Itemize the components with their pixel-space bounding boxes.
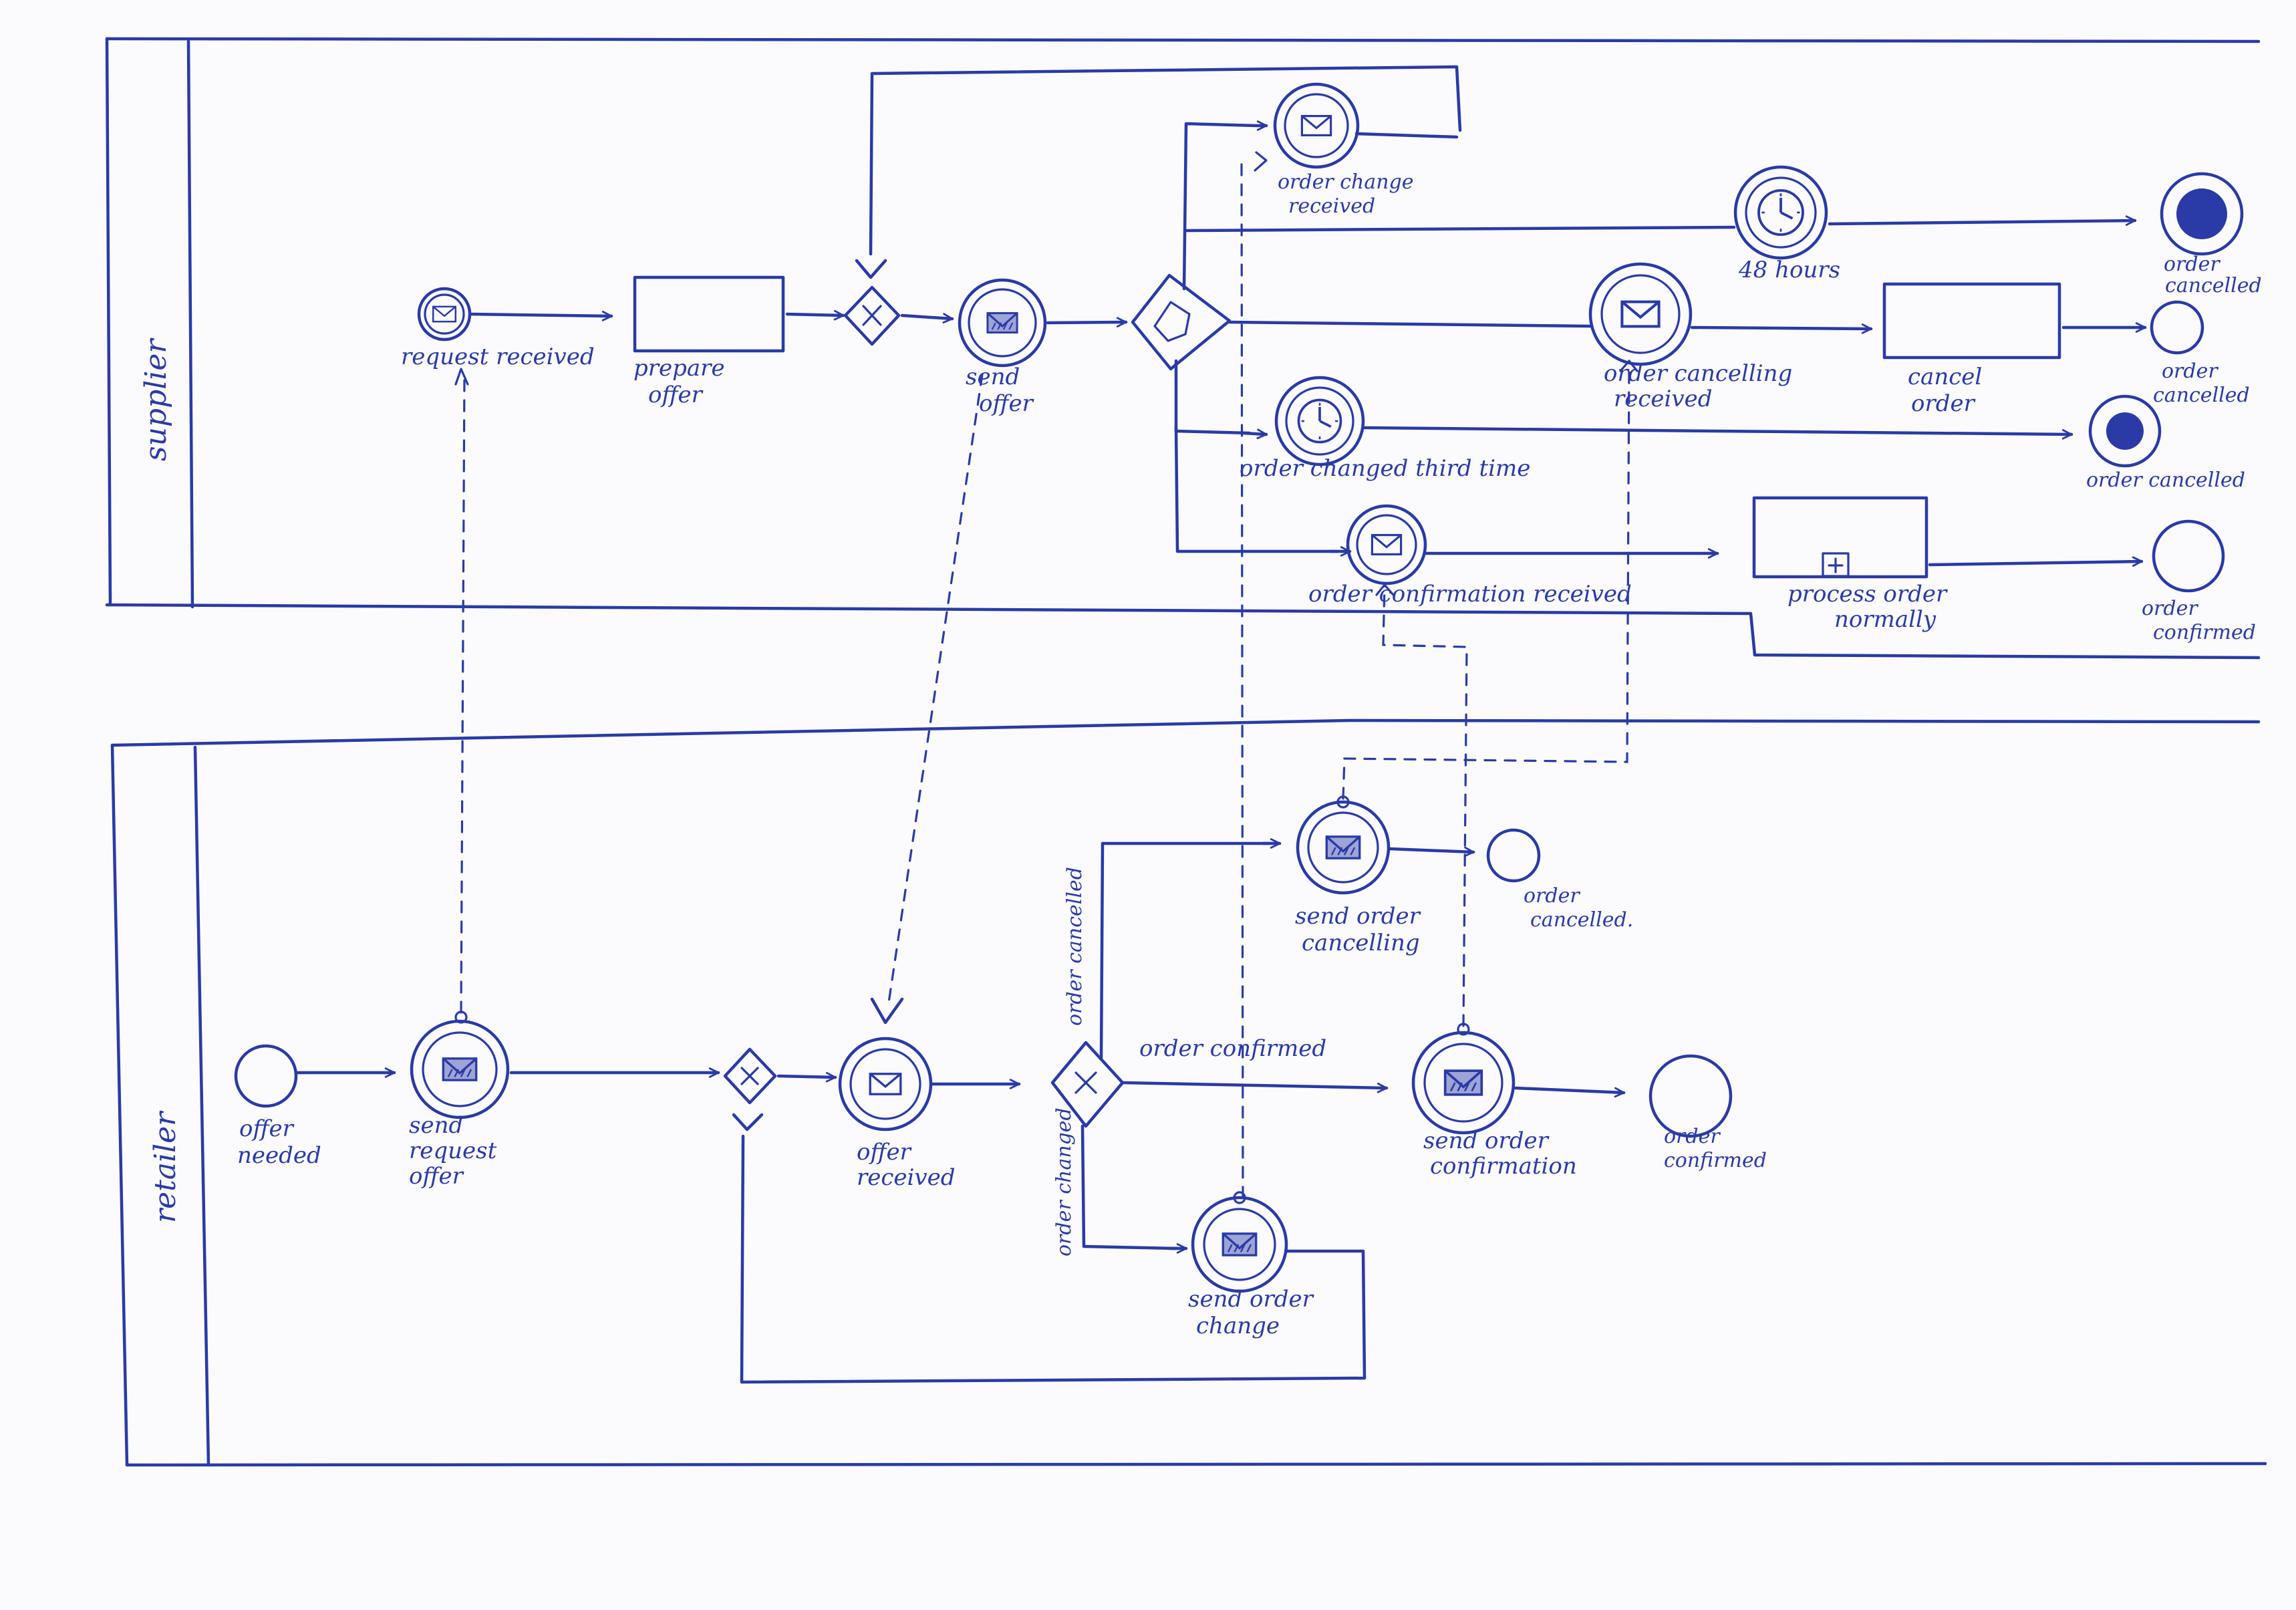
send-order-cancelling-event bbox=[1296, 795, 1391, 895]
cancel-order-task bbox=[1882, 282, 2061, 360]
order-cancelled-end-event-1 bbox=[2160, 172, 2244, 256]
offer-received-event bbox=[838, 1037, 933, 1131]
retailer-lane-label: retailer bbox=[148, 1110, 182, 1223]
supplier-xor-gateway bbox=[843, 285, 901, 346]
order-cancelled-end-event-2 bbox=[2150, 300, 2204, 355]
order-cancelling-received-event bbox=[1588, 262, 1693, 366]
timer-48-hours-label: 48 hours bbox=[1738, 257, 1840, 283]
send-offer-event bbox=[958, 278, 1047, 368]
order-changed-flow-label: order changed bbox=[1052, 1107, 1076, 1256]
request-received-event bbox=[417, 287, 472, 342]
decision-xor-gateway bbox=[1050, 1041, 1125, 1128]
subprocess-marker bbox=[1822, 552, 1850, 577]
supplier-lane-label: supplier bbox=[139, 338, 173, 461]
order-confirmed-end-event bbox=[2152, 519, 2225, 593]
order-confirmed-end-event-retailer bbox=[1648, 1054, 1733, 1138]
order-changed-third-time-event bbox=[1274, 376, 1365, 466]
order-changed-third-time-label: order changed third time bbox=[1240, 455, 1530, 482]
timer-48-hours-event bbox=[1733, 165, 1828, 260]
retailer-xor-gateway bbox=[723, 1047, 777, 1131]
supplier-pool bbox=[105, 37, 2261, 660]
order-cancelled-end-event-3 bbox=[2088, 394, 2162, 468]
send-order-change-event bbox=[1191, 1191, 1288, 1293]
order-confirmation-received-event bbox=[1346, 504, 1427, 585]
order-cancelled-label-3: order cancelled bbox=[2086, 468, 2245, 492]
order-cancelled-flow-label: order cancelled bbox=[1063, 867, 1087, 1026]
message-flows bbox=[454, 151, 1638, 1199]
offer-needed-start-event bbox=[234, 1044, 298, 1108]
prepare-offer-task bbox=[633, 275, 785, 353]
order-confirmed-flow-label: order confirmed bbox=[1139, 1035, 1326, 1062]
order-change-received-event bbox=[1273, 82, 1360, 169]
order-confirmation-received-label: order confirmation received bbox=[1308, 581, 1632, 608]
event-based-gateway bbox=[1131, 273, 1232, 371]
send-request-offer-event bbox=[410, 1011, 510, 1119]
order-cancelled-end-event-retailer bbox=[1486, 828, 1541, 883]
send-order-confirmation-event bbox=[1411, 1023, 1516, 1135]
request-received-label: request received bbox=[401, 344, 595, 370]
retailer-pool bbox=[110, 718, 2267, 1467]
